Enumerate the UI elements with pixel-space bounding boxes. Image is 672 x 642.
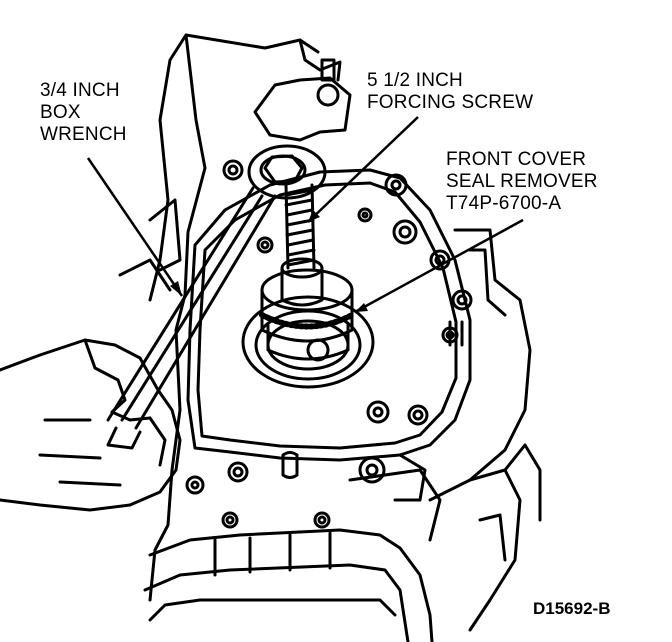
oil-pan <box>148 528 434 642</box>
top-bolt-head <box>316 83 340 107</box>
label-line: T74P-6700-A <box>446 193 562 214</box>
label-line: BOX <box>40 102 81 123</box>
front-cover-plate <box>186 168 472 462</box>
label-line: FORCING SCREW <box>367 92 534 113</box>
label-line: 5 1/2 INCH <box>367 70 463 91</box>
label-line: FRONT COVER <box>446 149 587 170</box>
box-wrench-handle <box>106 186 277 450</box>
housing-outline <box>148 33 320 602</box>
box-wrench-head <box>247 144 327 200</box>
label-line: 3/4 INCH <box>40 80 120 101</box>
seal-lip <box>306 338 330 362</box>
leader-screw <box>307 116 419 223</box>
leader-wrench <box>86 157 184 297</box>
label-box-wrench: 3/4 INCH BOX WRENCH <box>40 80 127 146</box>
leader-remover <box>354 218 524 314</box>
seal-bore-outer <box>241 295 375 389</box>
label-forcing-screw: 5 1/2 INCH FORCING SCREW <box>367 70 533 114</box>
hand <box>0 338 182 512</box>
forcing-screw-nut <box>280 266 324 307</box>
label-line: WRENCH <box>40 124 127 145</box>
figure-id: D15692-B <box>533 599 611 618</box>
label-line: SEAL REMOVER <box>446 171 598 192</box>
label-seal-remover: FRONT COVER SEAL REMOVER T74P-6700-A <box>446 149 598 215</box>
perimeter-bolts <box>185 159 473 529</box>
